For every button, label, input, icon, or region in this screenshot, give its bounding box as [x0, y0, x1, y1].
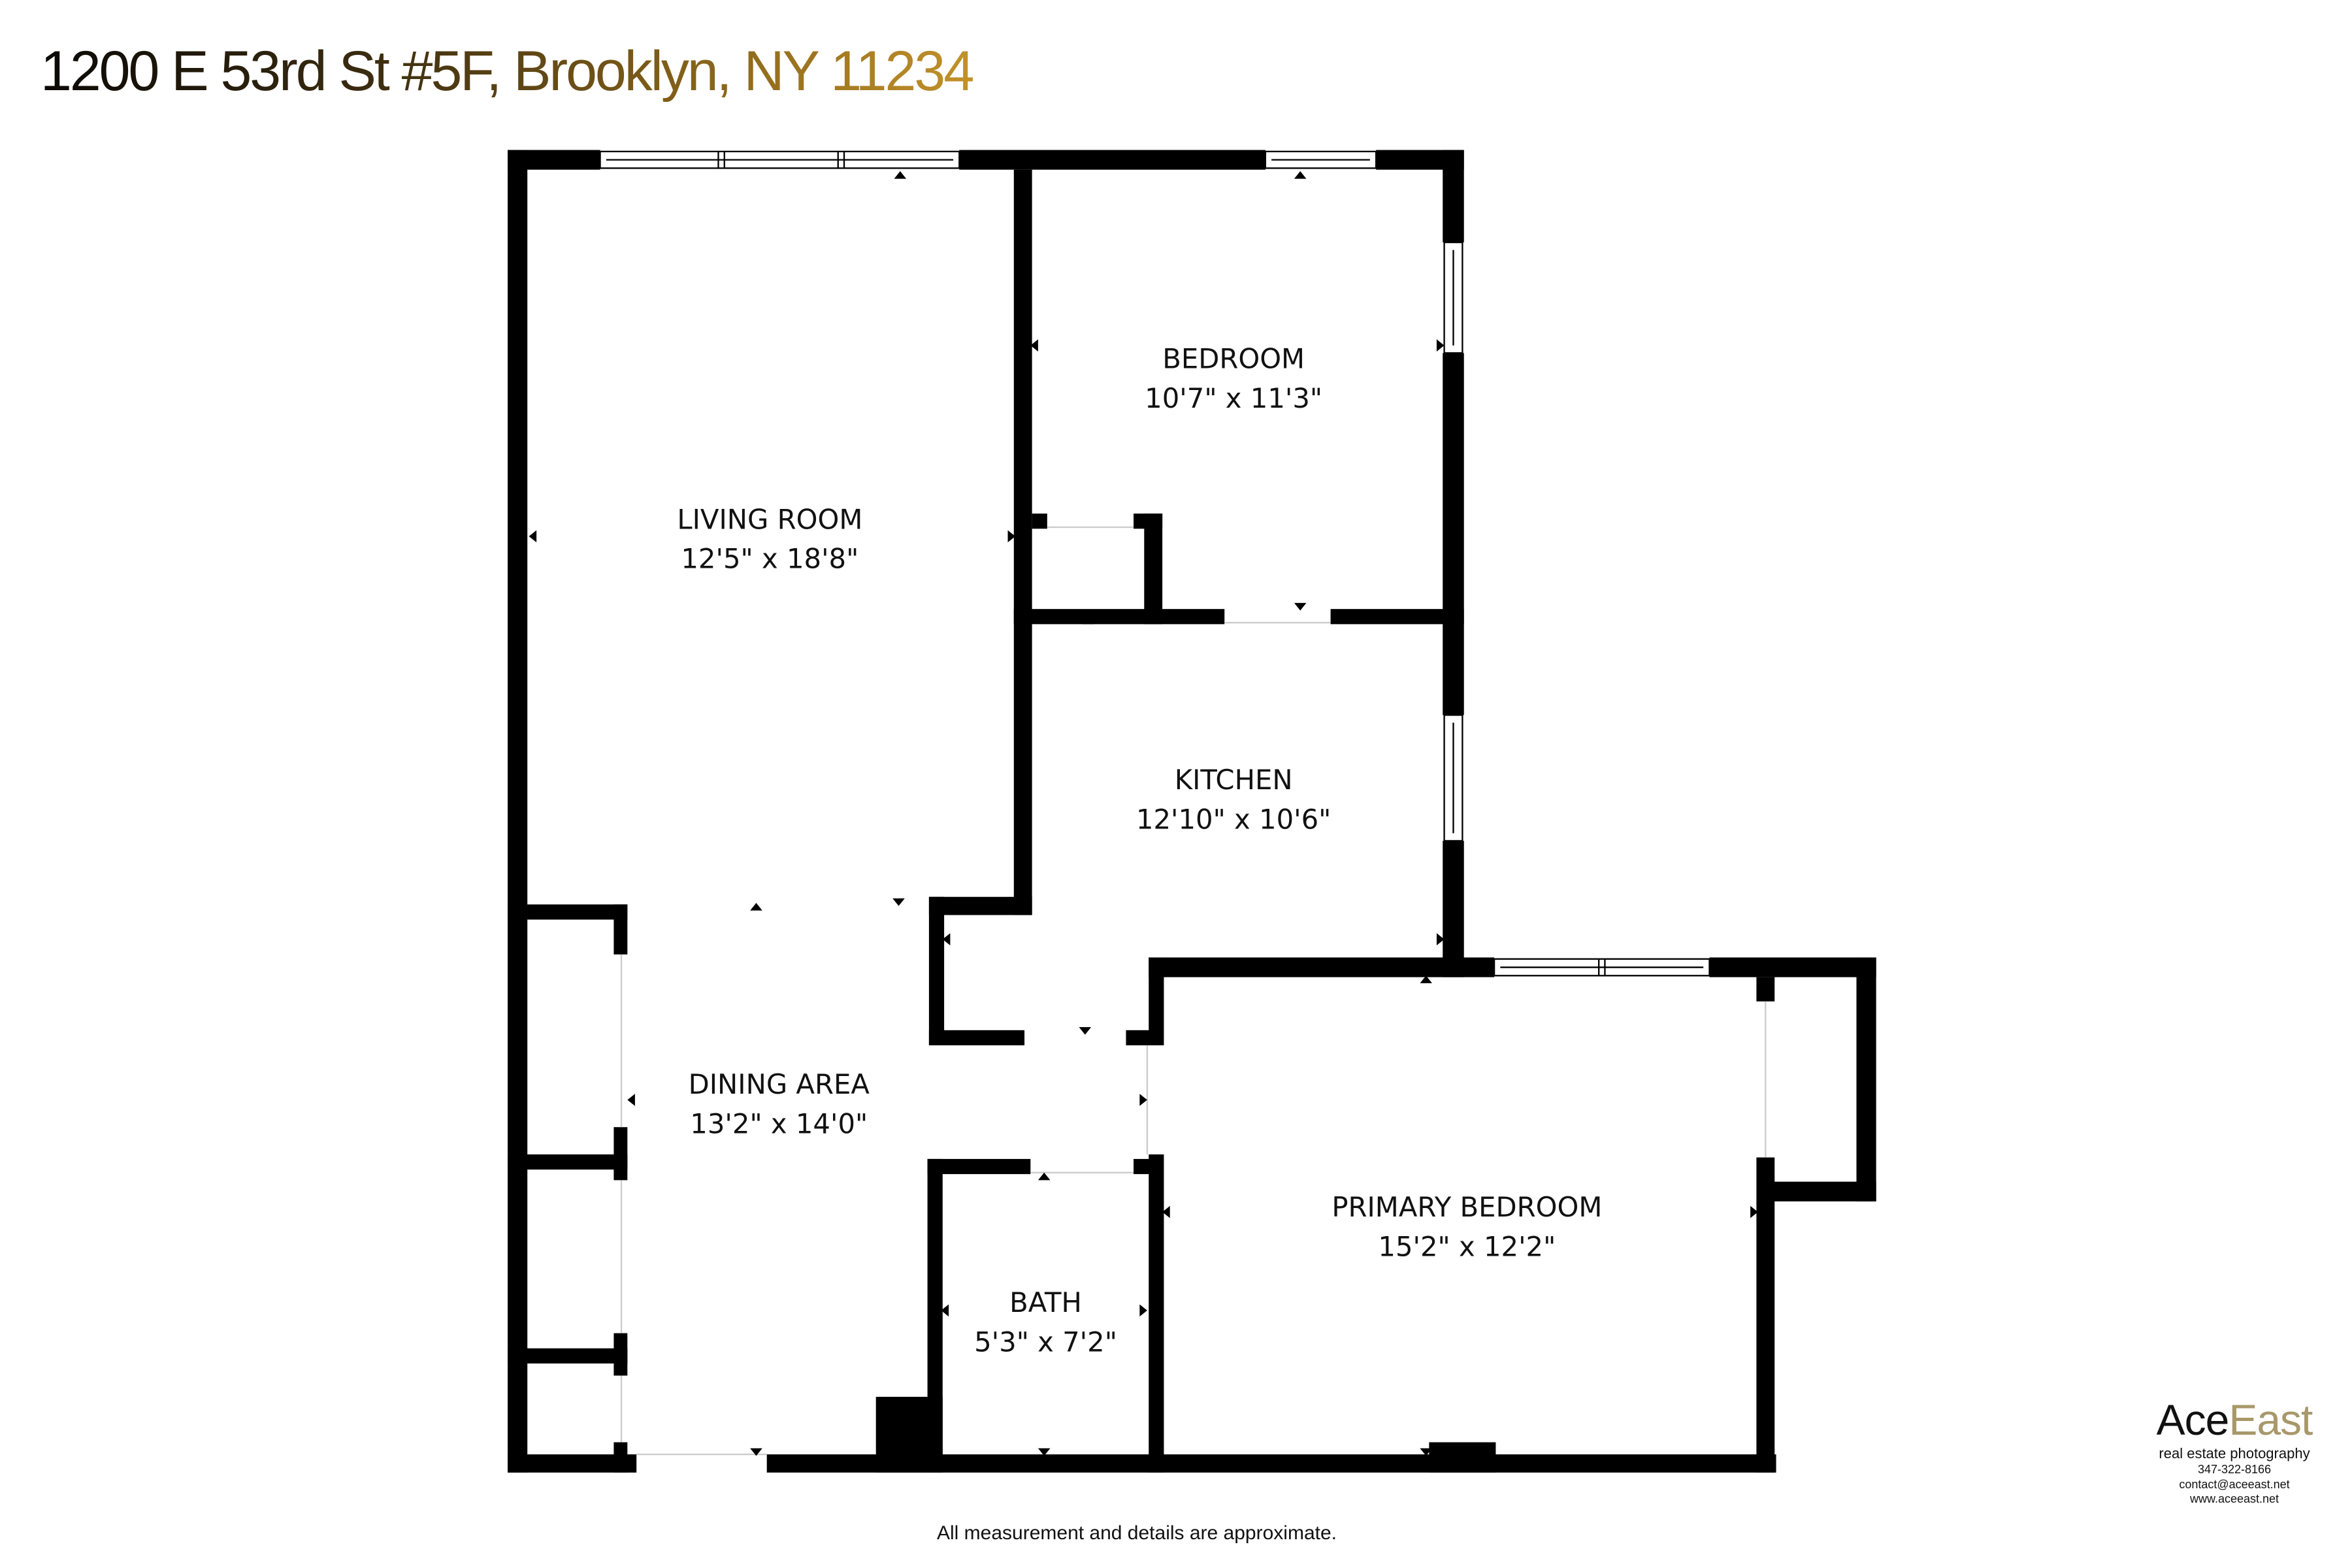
room-name-bedroom: BEDROOM — [1162, 342, 1305, 374]
room-dim-primary-bedroom: 15'2" x 12'2" — [1378, 1230, 1556, 1262]
room-labels: LIVING ROOM 12'5" x 18'8" BEDROOM 10'7" … — [677, 342, 1602, 1358]
brand-tagline: real estate photography — [2159, 1445, 2310, 1462]
aceeast-logo: AceEast real estate photography 347-322-… — [2117, 1398, 2352, 1507]
room-name-dining-area: DINING AREA — [689, 1068, 870, 1100]
room-name-kitchen: KITCHEN — [1175, 764, 1293, 796]
room-dim-bath: 5'3" x 7'2" — [974, 1326, 1117, 1358]
room-name-bath: BATH — [1009, 1286, 1082, 1318]
brand-phone: 347-322-8166 — [2197, 1463, 2272, 1476]
room-dim-dining-area: 13'2" x 14'0" — [690, 1107, 868, 1139]
windows — [599, 150, 1710, 977]
room-dim-bedroom: 10'7" x 11'3" — [1145, 382, 1322, 414]
property-address-title: 1200 E 53rd St #5F, Brooklyn, NY 11234 — [41, 40, 975, 103]
room-dim-living-room: 12'5" x 18'8" — [681, 543, 858, 575]
brand-website[interactable]: www.aceeast.net — [2189, 1492, 2279, 1505]
walls — [508, 150, 1876, 1473]
door-openings — [620, 526, 1767, 1456]
brand-email[interactable]: contact@aceeast.net — [2179, 1477, 2290, 1491]
disclaimer-label: All measurement and details are approxim… — [937, 1522, 1337, 1544]
room-name-living-room: LIVING ROOM — [677, 503, 862, 535]
brand-part2: East — [2229, 1396, 2313, 1444]
dimension-markers — [529, 171, 1758, 1456]
brand-part1: Ace — [2156, 1396, 2230, 1444]
room-name-primary-bedroom: PRIMARY BEDROOM — [1331, 1191, 1602, 1223]
brand-wordmark: AceEast — [2117, 1398, 2352, 1441]
disclaimer-text: All measurement and details are approxim… — [0, 1522, 2352, 1544]
room-dim-kitchen: 12'10" x 10'6" — [1136, 803, 1331, 835]
